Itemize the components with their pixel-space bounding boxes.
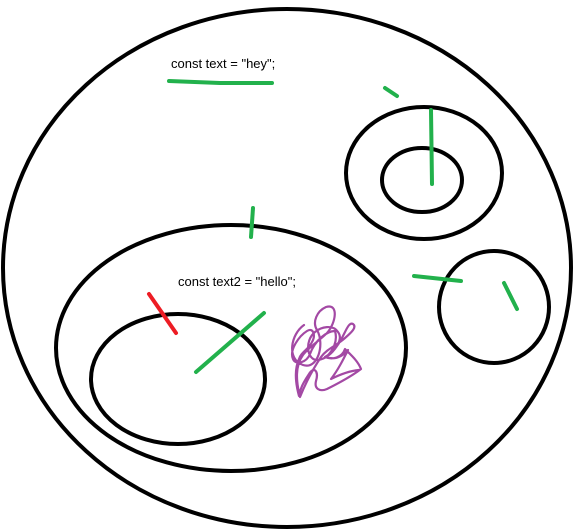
- inner-scope-code-label: const text2 = "hello";: [178, 274, 296, 289]
- lower-left-inner-reference: [194, 311, 266, 374]
- lower-left-scope-circle: [54, 223, 408, 473]
- lower-left-blocked-reference: [147, 292, 178, 335]
- lower-left-entry-mark: [249, 206, 255, 239]
- outer-label-underline: [167, 79, 274, 85]
- outer-scope-code-label: const text = "hey";: [171, 56, 275, 71]
- upper-right-entry-mark: [383, 86, 399, 98]
- right-scope-entry-mark: [412, 274, 463, 283]
- upper-right-inner-scope-circle: [380, 146, 464, 214]
- right-scope-circle: [437, 249, 551, 365]
- upper-right-vertical-reference: [429, 108, 434, 186]
- purple-scribble: [291, 305, 363, 399]
- lower-left-inner-scope-circle: [89, 312, 267, 446]
- right-scope-inner-mark: [502, 281, 519, 311]
- outer-scope-circle: [1, 7, 573, 529]
- upper-right-scope-circle: [344, 105, 504, 241]
